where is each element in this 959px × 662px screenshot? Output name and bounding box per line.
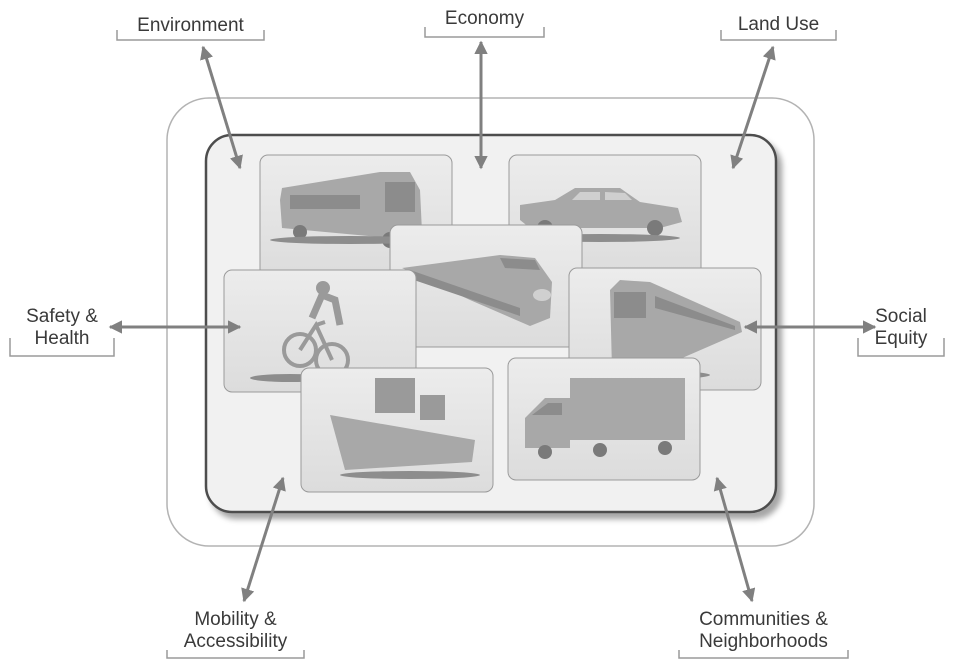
label-social-line2: Equity xyxy=(874,328,928,349)
label-land-use-text: Land Use xyxy=(737,14,820,35)
tile-high-speed-train xyxy=(389,224,583,348)
truck-icon xyxy=(525,378,685,459)
label-safety-health: Safety & Health xyxy=(8,306,116,350)
ship-icon xyxy=(330,378,480,479)
label-brackets xyxy=(9,27,945,659)
label-mobility-line1: Mobility & xyxy=(194,609,277,630)
label-economy: Economy xyxy=(425,8,544,30)
label-mobility-line2: Accessibility xyxy=(183,631,288,652)
tile-ship xyxy=(300,367,494,493)
arrow-land-use xyxy=(730,45,776,170)
arrows xyxy=(108,40,877,603)
train-icon xyxy=(402,255,552,326)
label-environment: Environment xyxy=(117,15,264,37)
tile-bus xyxy=(259,154,453,278)
label-communities-neighborhoods: Communities & Neighborhoods xyxy=(672,609,855,653)
arrow-environment xyxy=(200,45,243,170)
label-communities-line1: Communities & xyxy=(699,609,828,630)
label-mobility-accessibility: Mobility & Accessibility xyxy=(160,609,311,653)
tile-truck xyxy=(507,357,701,481)
label-land-use: Land Use xyxy=(721,14,836,36)
label-environment-text: Environment xyxy=(137,15,244,36)
label-economy-text: Economy xyxy=(444,8,525,29)
label-social-equity: Social Equity xyxy=(858,306,944,350)
label-communities-line2: Neighborhoods xyxy=(699,631,828,652)
arrow-communities xyxy=(713,476,756,603)
label-social-line1: Social xyxy=(875,306,927,327)
arrow-mobility xyxy=(241,476,286,603)
tile-bicycle xyxy=(223,269,417,393)
label-safety-line2: Health xyxy=(34,328,90,349)
label-safety-line1: Safety & xyxy=(26,306,98,327)
